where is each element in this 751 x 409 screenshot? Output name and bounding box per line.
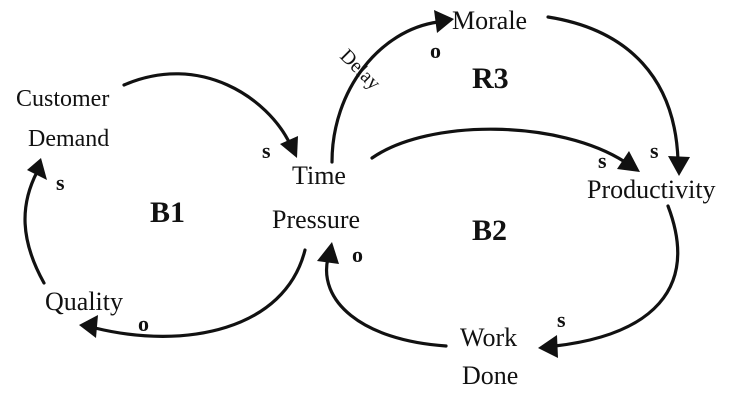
work-done-label-line1: Work bbox=[460, 323, 517, 352]
polarity-morale-to-productivity: s bbox=[650, 138, 659, 163]
quality-label: Quality bbox=[45, 287, 123, 316]
polarity-demand-to-pressure: s bbox=[262, 138, 271, 163]
arc-pressure-to-quality bbox=[93, 248, 307, 338]
loop-label-r3: R3 bbox=[472, 62, 509, 95]
arc-demand-to-pressure bbox=[122, 72, 292, 146]
customer-demand-label-line1: Customer bbox=[16, 86, 109, 112]
polarity-pressure-to-quality: o bbox=[138, 311, 149, 336]
productivity-label: Productivity bbox=[587, 175, 716, 204]
polarity-pressure-to-morale: o bbox=[430, 38, 441, 63]
arrowhead-morale-to-productivity bbox=[668, 156, 690, 176]
arrowhead-demand-to-pressure bbox=[280, 136, 298, 158]
loop-label-b2: B2 bbox=[472, 214, 507, 247]
loop-label-b1: B1 bbox=[150, 196, 185, 229]
morale-label: Morale bbox=[452, 6, 527, 35]
arc-productivity-to-work-done bbox=[553, 204, 680, 348]
arrowhead-pressure-to-morale bbox=[434, 10, 454, 33]
polarity-quality-to-demand: s bbox=[56, 170, 65, 195]
arrowhead-work-done-to-pressure bbox=[317, 242, 339, 264]
arrowhead-pressure-to-productivity bbox=[617, 151, 640, 172]
polarity-productivity-to-work-done: s bbox=[557, 307, 566, 332]
arc-pressure-to-morale bbox=[330, 20, 440, 164]
arrowhead-quality-to-demand bbox=[27, 158, 47, 180]
arrowhead-pressure-to-quality bbox=[79, 315, 98, 338]
arc-pressure-to-productivity bbox=[370, 127, 627, 164]
time-pressure-label-line1: Time bbox=[292, 161, 346, 190]
arc-work-done-to-pressure bbox=[325, 256, 448, 348]
polarity-work-done-to-pressure: o bbox=[352, 242, 363, 267]
time-pressure-label-line2: Pressure bbox=[272, 205, 360, 234]
arc-morale-to-productivity bbox=[546, 15, 680, 162]
polarity-pressure-to-productivity: s bbox=[598, 148, 607, 173]
work-done-label-line2: Done bbox=[462, 361, 518, 390]
arrowhead-productivity-to-work-done bbox=[538, 335, 558, 358]
arc-quality-to-demand bbox=[23, 170, 46, 285]
customer-demand-label-line2: Demand bbox=[28, 126, 109, 152]
